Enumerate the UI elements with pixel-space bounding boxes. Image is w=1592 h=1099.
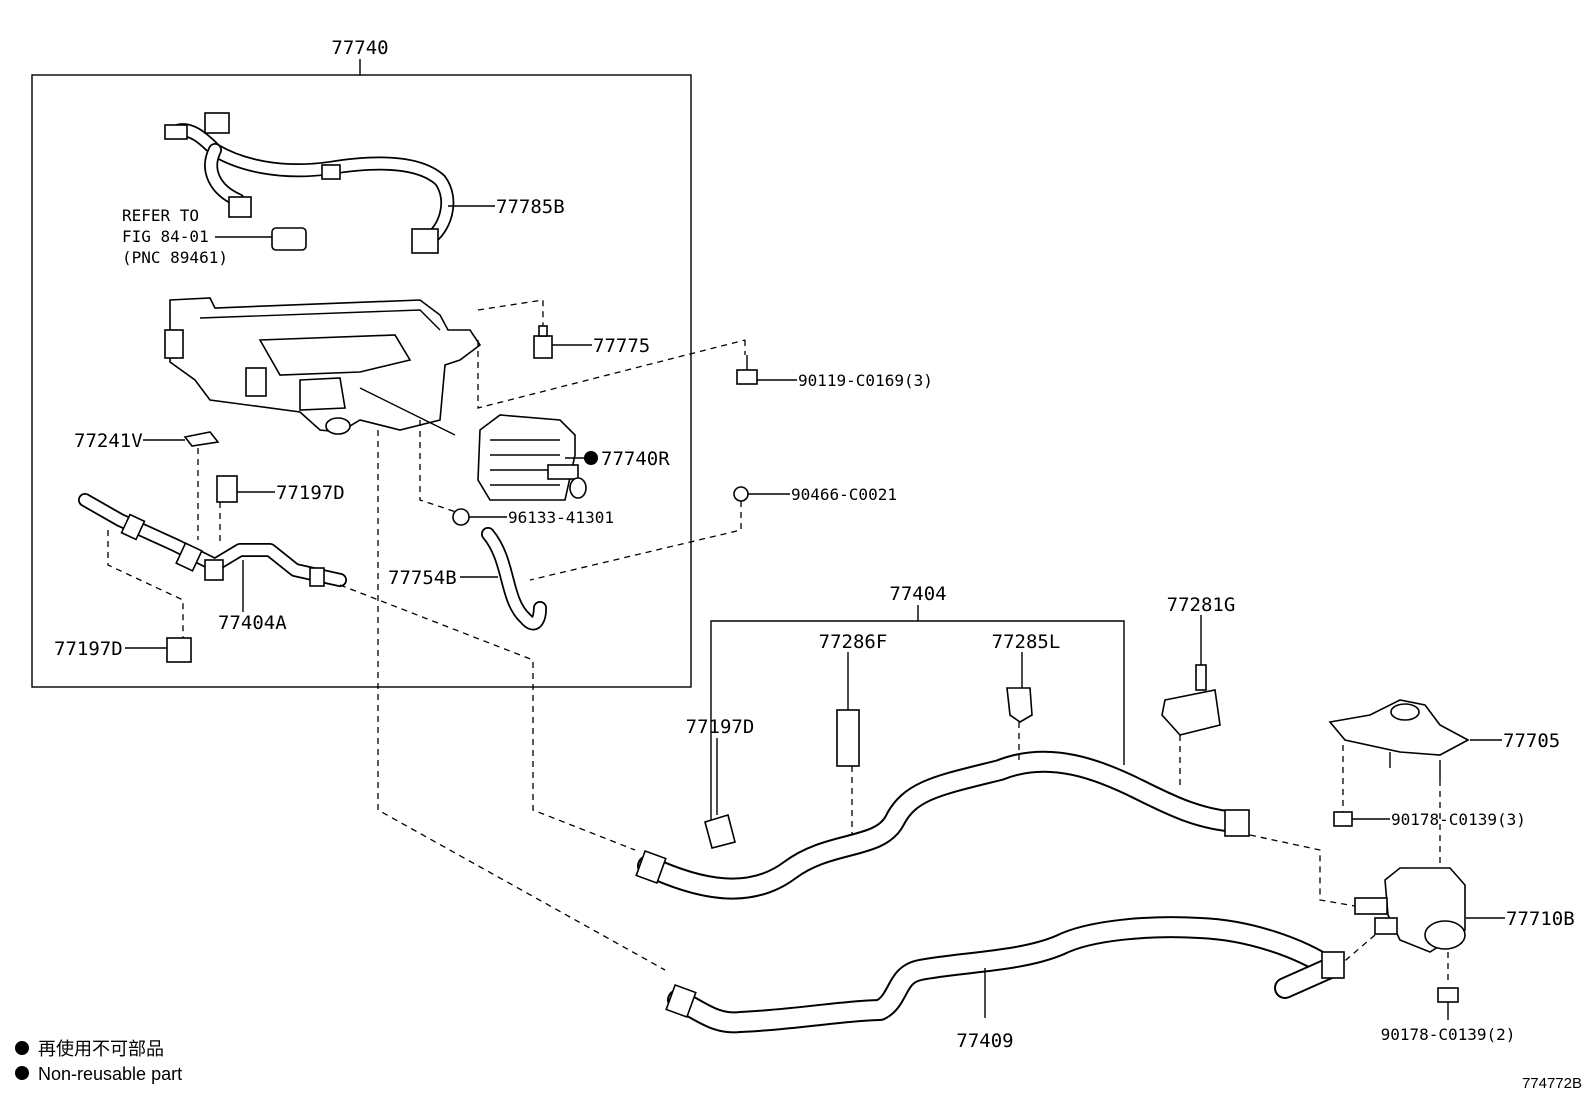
sensor-89461: [271, 227, 307, 251]
label-77197D-a[interactable]: 77197D: [276, 482, 345, 504]
legend-en: Non-reusable part: [38, 1064, 182, 1084]
reference-note: REFER TO FIG 84-01 (PNC 89461): [122, 206, 307, 267]
nut-90178-2: 90178-C0139(2): [1381, 987, 1516, 1044]
legend: 再使用不可部品 Non-reusable part: [15, 1039, 182, 1084]
charcoal-canister: [164, 297, 482, 436]
clip-77286F: 77286F: [819, 631, 888, 835]
legend-dot-icon: [15, 1066, 29, 1080]
label-77281G[interactable]: 77281G: [1167, 594, 1236, 616]
label-77740R[interactable]: 77740R: [601, 448, 670, 470]
label-90178-3[interactable]: 90178-C0139(3): [1391, 810, 1526, 829]
label-77197D-c[interactable]: 77197D: [686, 716, 755, 738]
part-77775: 77775: [477, 299, 746, 409]
clip-77197D-b: 77197D: [54, 637, 192, 663]
clip-77281G: 77281G: [1161, 594, 1236, 790]
label-77775[interactable]: 77775: [593, 335, 650, 357]
label-90466[interactable]: 90466-C0021: [791, 485, 897, 504]
label-90119[interactable]: 90119-C0169(3): [798, 371, 933, 390]
clip-77285L: 77285L: [992, 631, 1061, 760]
hose-77404: [635, 750, 1250, 900]
clamp-90466: 90466-C0021: [529, 485, 897, 581]
label-90178-2[interactable]: 90178-C0139(2): [1381, 1025, 1516, 1044]
label-96133[interactable]: 96133-41301: [508, 508, 614, 527]
label-77241V[interactable]: 77241V: [74, 430, 143, 452]
hose-77754B: 77754B: [388, 527, 547, 631]
connection-line-canister: [377, 430, 666, 971]
label-77754B[interactable]: 77754B: [388, 567, 457, 589]
label-77286F[interactable]: 77286F: [819, 631, 888, 653]
bracket-77705: 77705: [1328, 699, 1560, 865]
figure-id: 774772B: [1522, 1075, 1582, 1092]
wire-harness-77785B: 77785B: [164, 112, 565, 254]
ref-line3: (PNC 89461): [122, 248, 228, 267]
clip-77241V: 77241V: [74, 430, 220, 540]
label-77740[interactable]: 77740: [331, 37, 388, 59]
clip-77197D-a: 77197D: [216, 475, 345, 545]
non-reusable-mark: [584, 451, 598, 465]
label-77785B[interactable]: 77785B: [496, 196, 565, 218]
tube-77404A: 77404A: [78, 493, 636, 851]
hose-77409: 77409: [665, 916, 1345, 1052]
legend-jp: 再使用不可部品: [38, 1039, 164, 1059]
label-77710B[interactable]: 77710B: [1506, 908, 1575, 930]
label-77404A[interactable]: 77404A: [218, 612, 287, 634]
legend-dot-icon: [15, 1041, 29, 1055]
pump-module-77740R: 77740R: [477, 414, 670, 501]
assembly-77404-bracket: 77404: [710, 583, 1125, 820]
ref-line2: FIG 84-01: [122, 227, 209, 246]
label-77409[interactable]: 77409: [956, 1030, 1013, 1052]
clip-77197D-c: 77197D: [686, 716, 755, 849]
label-77705[interactable]: 77705: [1503, 730, 1560, 752]
assembly-77740-box: 77740: [31, 37, 692, 688]
label-77285L[interactable]: 77285L: [992, 631, 1061, 653]
label-77197D-b[interactable]: 77197D: [54, 638, 123, 660]
valve-77710B: 77710B: [1249, 834, 1575, 985]
nut-90178-3: 90178-C0139(3): [1333, 810, 1526, 829]
bolt-90119: 90119-C0169(3): [736, 340, 933, 390]
clamp-96133: 96133-41301: [419, 420, 614, 527]
label-77404[interactable]: 77404: [889, 583, 946, 605]
ref-line1: REFER TO: [122, 206, 199, 225]
